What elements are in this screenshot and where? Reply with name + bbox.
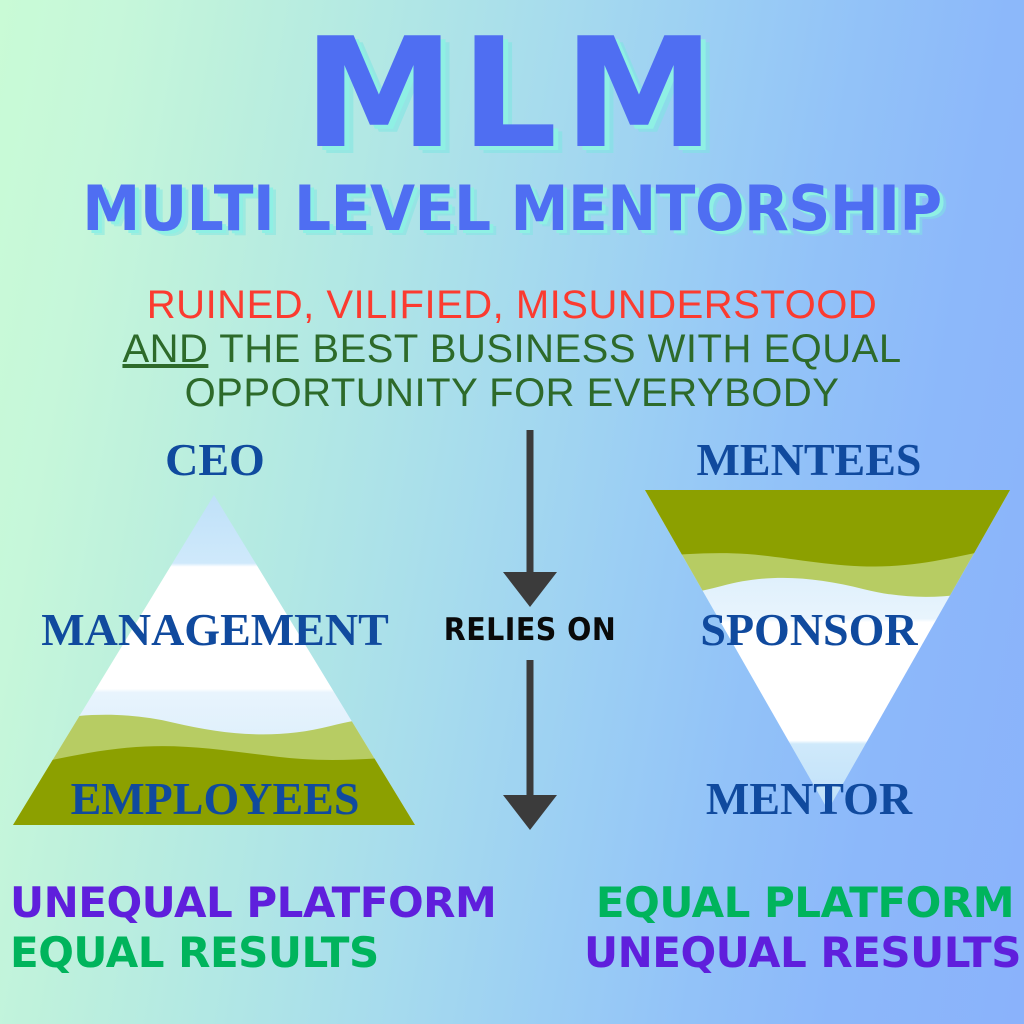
left-caption: UNEQUAL PLATFORM EQUAL RESULTS bbox=[10, 878, 497, 978]
left-caption-line-2: EQUAL RESULTS bbox=[10, 928, 379, 977]
right-level-label-mentees: MENTEES bbox=[696, 434, 922, 485]
tagline-positive-rest: THE BEST BUSINESS WITH EQUAL bbox=[208, 327, 902, 371]
tagline-negative-line: RUINED, VILIFIED, MISUNDERSTOOD bbox=[146, 283, 878, 327]
right-caption-line-2: UNEQUAL RESULTS bbox=[584, 928, 1021, 977]
relies-on-label: RELIES ON bbox=[443, 612, 617, 648]
tagline-and-underlined: AND bbox=[122, 327, 209, 371]
tagline-positive-line-2: OPPORTUNITY FOR EVERYBODY bbox=[184, 371, 840, 415]
right-level-label-sponsor: SPONSOR bbox=[700, 604, 918, 655]
page-title: MLM bbox=[303, 5, 721, 182]
right-caption: EQUAL PLATFORM UNEQUAL RESULTS bbox=[584, 878, 1021, 978]
left-level-label-management: MANAGEMENT bbox=[41, 604, 389, 655]
relies-on-arrow-bottom bbox=[503, 660, 557, 830]
tagline: RUINED, VILIFIED, MISUNDERSTOOD AND THE … bbox=[0, 283, 1024, 415]
left-level-label-ceo: CEO bbox=[165, 434, 265, 485]
right-caption-line-1: EQUAL PLATFORM bbox=[595, 878, 1015, 927]
tagline-positive-line-1: AND THE BEST BUSINESS WITH EQUAL bbox=[0, 327, 1024, 371]
left-level-label-employees: EMPLOYEES bbox=[70, 773, 360, 824]
relies-on-arrow-top bbox=[503, 430, 557, 607]
right-level-label-mentor: MENTOR bbox=[705, 773, 913, 824]
title-block: MLM bbox=[0, 18, 1024, 170]
page-subtitle: MULTI LEVEL MENTORSHIP bbox=[82, 172, 942, 245]
left-caption-line-1: UNEQUAL PLATFORM bbox=[10, 878, 497, 927]
